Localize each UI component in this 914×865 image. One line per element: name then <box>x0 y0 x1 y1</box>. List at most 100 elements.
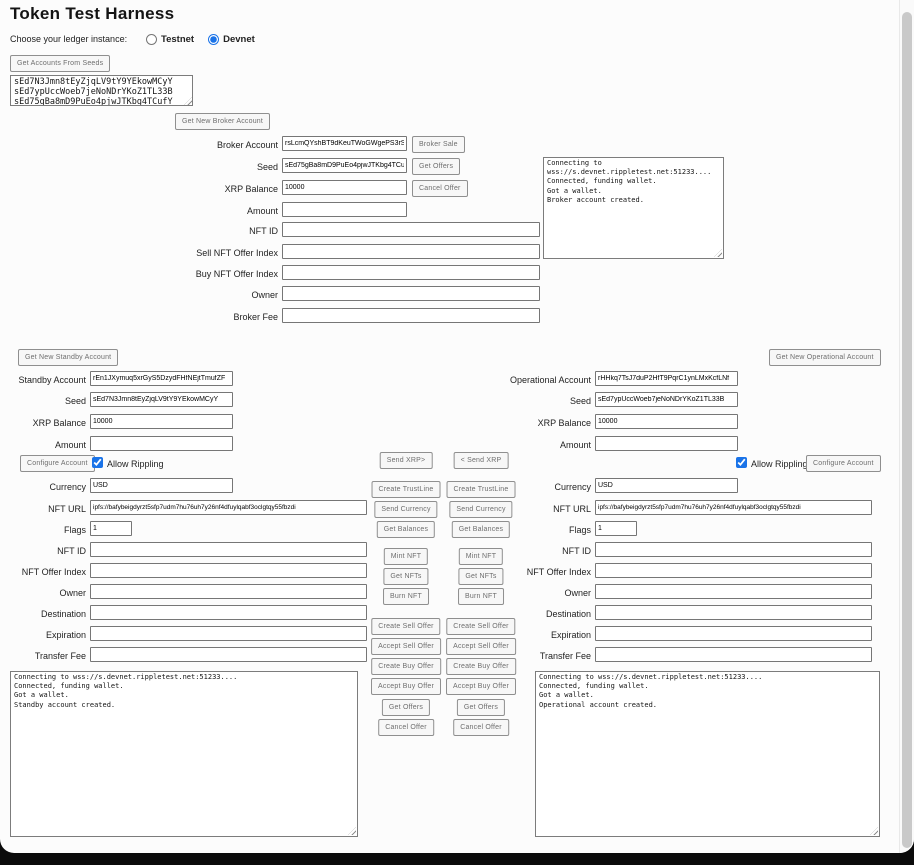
s2o-send-currency-button[interactable]: Send Currency <box>374 501 438 518</box>
standby-nft-url-row: NFT URL <box>0 500 914 516</box>
o2s-get-balances-button[interactable]: Get Balances <box>451 521 511 538</box>
s2o-create-buy-offer-button[interactable]: Create Buy Offer <box>371 658 441 675</box>
s2o-send-xrp-button[interactable]: Send XRP> <box>379 452 433 469</box>
s2o-mint-nft-button[interactable]: Mint NFT <box>383 548 429 565</box>
o2s-burn-nft-button[interactable]: Burn NFT <box>458 588 504 605</box>
operational-amount-input[interactable] <box>595 436 738 451</box>
o2s-send-currency-button[interactable]: Send Currency <box>449 501 513 518</box>
broker-amount-input[interactable] <box>282 202 407 217</box>
operational-xrp-balance-input[interactable] <box>595 414 738 429</box>
get-new-broker-account-button[interactable]: Get New Broker Account <box>175 113 271 130</box>
o2s-get-offers-button[interactable]: Get Offers <box>456 699 506 716</box>
operational-seed-input[interactable] <box>595 392 738 407</box>
get-new-operational-account-button[interactable]: Get New Operational Account <box>769 349 881 366</box>
s2o-cancel-offer-button[interactable]: Cancel Offer <box>378 719 434 736</box>
broker-account-input[interactable] <box>282 136 407 151</box>
standby-owner-input[interactable] <box>90 584 367 599</box>
broker-seed-input[interactable] <box>282 158 407 173</box>
s2o-get-balances-button[interactable]: Get Balances <box>376 521 436 538</box>
standby-flags-input[interactable] <box>90 521 132 536</box>
s2o-accept-sell-offer-button[interactable]: Accept Sell Offer <box>371 638 441 655</box>
broker-nft-id-input[interactable] <box>282 222 540 237</box>
s2o-burn-nft-button[interactable]: Burn NFT <box>383 588 429 605</box>
operational-nft-url-input[interactable] <box>595 500 872 515</box>
operational-configure-account-button[interactable]: Configure Account <box>806 455 881 472</box>
broker-owner-row: Owner <box>0 286 914 302</box>
o2s-create-trustline-button[interactable]: Create TrustLine <box>446 481 516 498</box>
get-accounts-from-seeds-button[interactable]: Get Accounts From Seeds <box>10 55 111 72</box>
operational-owner-input[interactable] <box>595 584 872 599</box>
broker-sale-button[interactable]: Broker Sale <box>412 136 465 153</box>
operational-nft-offer-index-input[interactable] <box>595 563 872 578</box>
scrollbar-track[interactable] <box>899 0 914 853</box>
get-new-standby-account-button[interactable]: Get New Standby Account <box>18 349 119 366</box>
standby-allow-rippling-checkbox[interactable] <box>92 457 103 468</box>
broker-get-offers-button[interactable]: Get Offers <box>412 158 461 175</box>
operational-flags-input[interactable] <box>595 521 637 536</box>
o2s-cancel-offer-button[interactable]: Cancel Offer <box>453 719 509 736</box>
operational-expiration-input[interactable] <box>595 626 872 641</box>
operational-transfer-fee-input[interactable] <box>595 647 872 662</box>
operational-destination-label: Destination <box>545 609 591 619</box>
operational-xrp-balance-label: XRP Balance <box>537 418 591 428</box>
standby-xrp-balance-label: XRP Balance <box>32 418 86 428</box>
broker-fee-input[interactable] <box>282 308 540 323</box>
scrollbar-thumb[interactable] <box>902 12 912 848</box>
o2s-accept-buy-offer-button[interactable]: Accept Buy Offer <box>446 678 516 695</box>
s2o-get-offers-button[interactable]: Get Offers <box>381 699 431 716</box>
o2s-get-nfts-button[interactable]: Get NFTs <box>458 568 504 585</box>
standby-expiration-input[interactable] <box>90 626 367 641</box>
standby-amount-input[interactable] <box>90 436 233 451</box>
operational-destination-input[interactable] <box>595 605 872 620</box>
broker-amount-label: Amount <box>246 206 278 216</box>
operational-seed-label: Seed <box>569 396 591 406</box>
broker-buy-nft-offer-index-row: Buy NFT Offer Index <box>0 265 914 281</box>
s2o-accept-buy-offer-button[interactable]: Accept Buy Offer <box>371 678 441 695</box>
broker-xrp-balance-label: XRP Balance <box>224 184 278 194</box>
devnet-radio-option[interactable]: Devnet <box>208 33 255 45</box>
o2s-accept-sell-offer-button[interactable]: Accept Sell Offer <box>446 638 516 655</box>
standby-xrp-balance-input[interactable] <box>90 414 233 429</box>
s2o-create-trustline-button[interactable]: Create TrustLine <box>371 481 441 498</box>
standby-transfer-fee-input[interactable] <box>90 647 367 662</box>
operational-allow-rippling-checkbox[interactable] <box>736 457 747 468</box>
broker-cancel-offer-button[interactable]: Cancel Offer <box>412 180 468 197</box>
testnet-radio-option[interactable]: Testnet <box>146 33 195 45</box>
broker-owner-label: Owner <box>251 290 278 300</box>
s2o-get-nfts-button[interactable]: Get NFTs <box>383 568 429 585</box>
operational-destination-row: Destination <box>0 605 914 621</box>
seeds-textarea[interactable]: sEd7N3Jmn8tEyZjqLV9tY9YEkowMCyY sEd7ypUc… <box>10 75 193 106</box>
broker-amount-row: Amount <box>0 202 914 218</box>
broker-owner-input[interactable] <box>282 286 540 301</box>
standby-seed-input[interactable] <box>90 392 233 407</box>
s2o-create-sell-offer-button[interactable]: Create Sell Offer <box>371 618 441 635</box>
standby-currency-input[interactable] <box>90 478 233 493</box>
standby-account-label: Standby Account <box>18 375 86 385</box>
operational-account-row: Operational Account <box>0 371 914 387</box>
o2s-create-buy-offer-button[interactable]: Create Buy Offer <box>446 658 516 675</box>
broker-xrp-balance-input[interactable] <box>282 180 407 195</box>
standby-nft-id-input[interactable] <box>90 542 367 557</box>
broker-buy-nft-offer-index-input[interactable] <box>282 265 540 280</box>
devnet-radio[interactable] <box>208 33 220 45</box>
broker-console-textarea[interactable]: Connecting to wss://s.devnet.rippletest.… <box>543 157 724 259</box>
o2s-send-xrp-button[interactable]: < Send XRP <box>453 452 509 469</box>
operational-console-textarea[interactable]: Connecting to wss://s.devnet.rippletest.… <box>535 671 880 837</box>
testnet-label: Testnet <box>161 33 195 45</box>
operational-account-input[interactable] <box>595 371 738 386</box>
standby-configure-account-button[interactable]: Configure Account <box>20 455 95 472</box>
broker-sell-nft-offer-index-input[interactable] <box>282 244 540 259</box>
operational-nft-id-input[interactable] <box>595 542 872 557</box>
operational-expiration-row: Expiration <box>0 626 914 642</box>
standby-nft-url-input[interactable] <box>90 500 367 515</box>
standby-destination-input[interactable] <box>90 605 367 620</box>
standby-account-input[interactable] <box>90 371 233 386</box>
operational-currency-input[interactable] <box>595 478 738 493</box>
broker-fee-row: Broker Fee <box>0 308 914 324</box>
o2s-create-sell-offer-button[interactable]: Create Sell Offer <box>446 618 516 635</box>
broker-sell-nft-offer-index-row: Sell NFT Offer Index <box>0 244 914 260</box>
standby-nft-offer-index-input[interactable] <box>90 563 367 578</box>
o2s-mint-nft-button[interactable]: Mint NFT <box>458 548 504 565</box>
testnet-radio[interactable] <box>146 33 157 45</box>
standby-console-textarea[interactable]: Connecting to wss://s.devnet.rippletest.… <box>10 671 358 837</box>
